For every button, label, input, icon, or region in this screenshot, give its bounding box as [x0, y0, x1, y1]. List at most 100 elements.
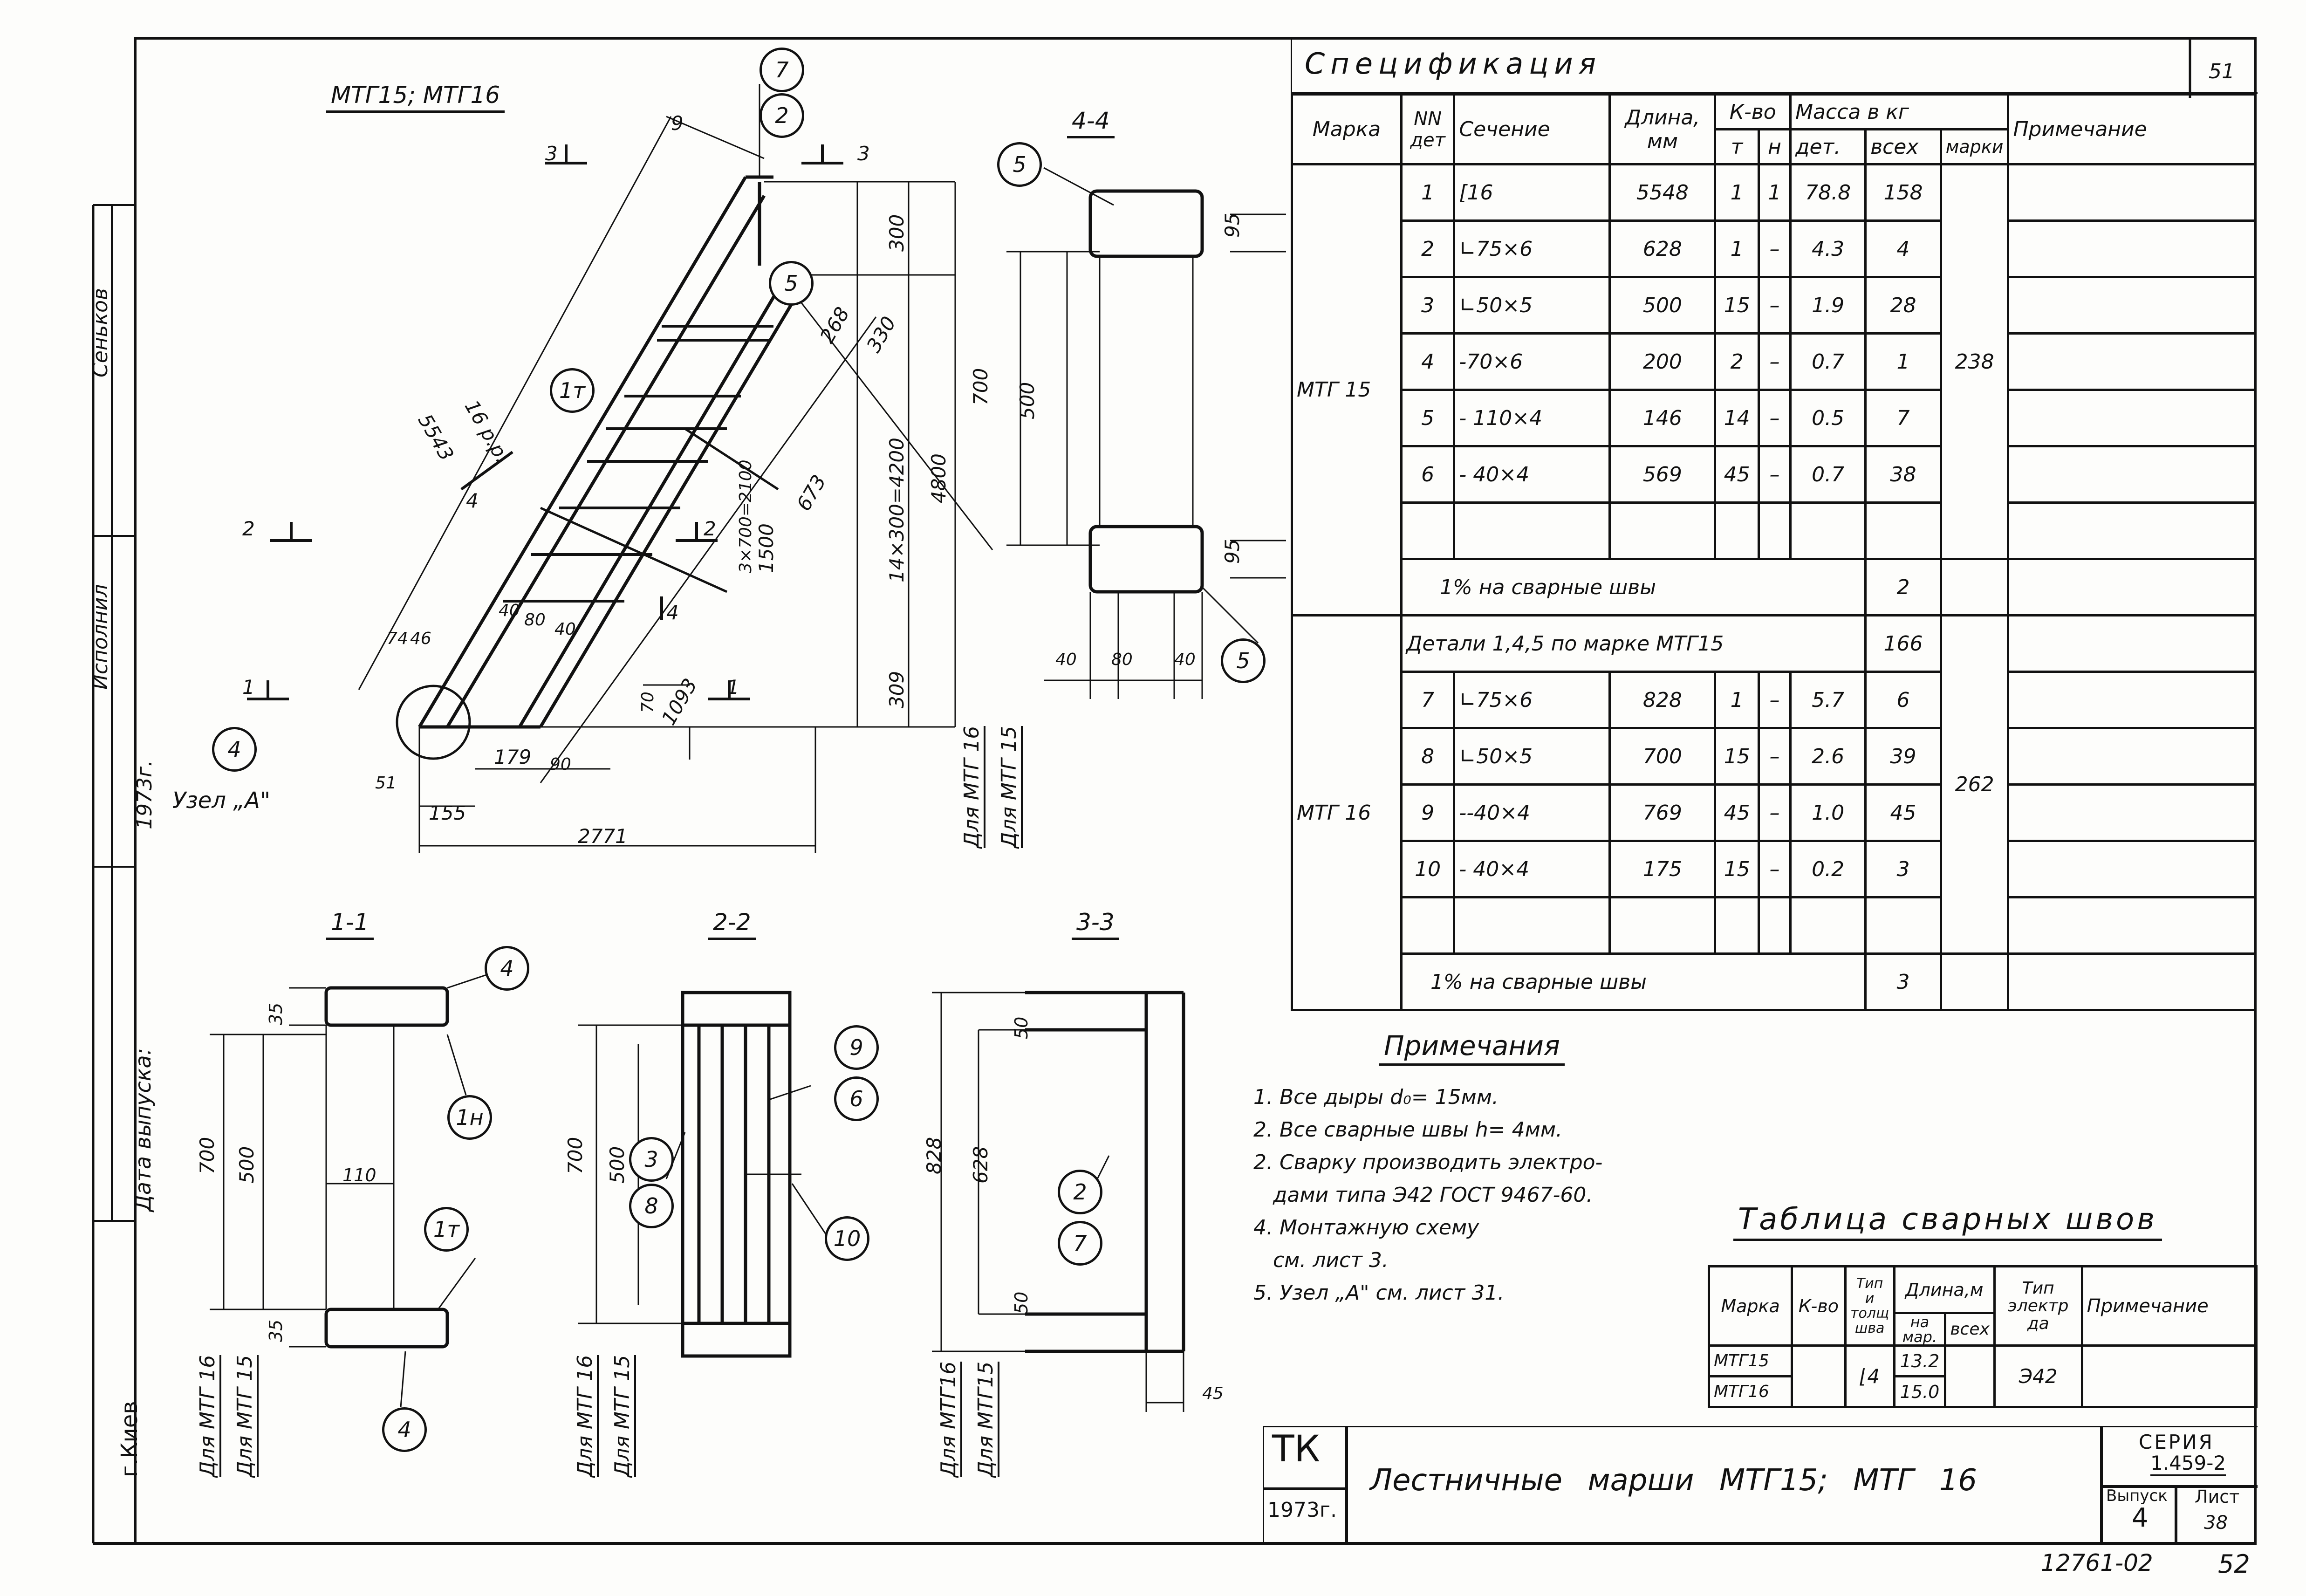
- stamp-series-value: 1.459-2: [2150, 1452, 2226, 1476]
- section-2-2-title: 2-2: [708, 909, 756, 940]
- spec-cell: 28: [1864, 276, 1942, 335]
- dim-74: 74: [387, 629, 408, 648]
- welds-type-value: ⌊4: [1844, 1344, 1895, 1408]
- spec-welds-label-mtg15: 1% на сварные швы: [1400, 558, 1867, 616]
- stamp-issue-value: 4: [2132, 1503, 2149, 1533]
- note-item: см. лист 3.: [1253, 1248, 1389, 1272]
- spec-cell: [2007, 558, 2256, 616]
- dim-628-s33: 628: [969, 1146, 992, 1184]
- spec-cell: [2007, 389, 2256, 447]
- spec-cell: 4: [1864, 219, 1942, 278]
- note-item: 4. Монтажную схему: [1253, 1216, 1479, 1240]
- callout-6-s22: 6: [834, 1076, 879, 1121]
- section-mark-2a: 2: [242, 517, 255, 540]
- welds-table-title: Таблица сварных швов: [1733, 1202, 2162, 1241]
- spec-cell: [2007, 840, 2256, 898]
- dim-90: 90: [550, 755, 571, 774]
- spec-cell: [2007, 501, 2256, 560]
- label-for-mtg15-main: Для МТГ 15: [997, 726, 1023, 848]
- callout-5-s44a: 5: [997, 142, 1042, 187]
- spec-row: 8 ∟50×5 700 15 – 2.6 39: [1292, 727, 2256, 786]
- section-4-4-title: 4-4: [1067, 107, 1115, 138]
- spec-cell: [1400, 501, 1456, 560]
- spec-cell: 628: [1608, 219, 1717, 278]
- spec-cell: 0.2: [1789, 840, 1867, 898]
- sidebar-executed: Исполнил: [89, 584, 112, 690]
- welds-cell: 15.0: [1893, 1375, 1947, 1408]
- spec-header-qty: К-во: [1714, 93, 1792, 130]
- spec-header-marka: Марка: [1291, 93, 1403, 165]
- spec-cell: –: [1757, 276, 1792, 335]
- spec-cell: [2007, 783, 2256, 842]
- stamp-year: 1973г.: [1267, 1498, 1337, 1522]
- spec-cell: [2007, 163, 2256, 222]
- spec-cell: 45: [1714, 445, 1760, 504]
- spec-row: 3 ∟50×5 500 15 – 1.9 28: [1292, 276, 2256, 335]
- welds-header-qty: К-во: [1791, 1265, 1847, 1347]
- stamp-series-label: СЕРИЯ: [2139, 1431, 2214, 1453]
- spec-cell: 8: [1400, 727, 1456, 786]
- spec-cell: [1864, 896, 1942, 955]
- spec-mark-mtg15: МТГ 15: [1291, 163, 1403, 616]
- spec-cell: 1: [1400, 163, 1456, 222]
- welds-table: Марка К-во Тип и толщ шва Длина,м Тип эл…: [1707, 1265, 2258, 1408]
- spec-cell: 2: [1400, 219, 1456, 278]
- dim-80-s44: 80: [1111, 650, 1133, 669]
- welds-header-type: Тип и толщ шва: [1844, 1265, 1895, 1347]
- spec-cell: [1789, 896, 1867, 955]
- dim-2771: 2771: [578, 825, 628, 848]
- dim-300: 300: [885, 214, 908, 252]
- spec-cell: ∟75×6: [1453, 671, 1611, 729]
- spec-cell: - 110×4: [1453, 389, 1611, 447]
- callout-10-s22: 10: [825, 1216, 869, 1261]
- welds-row: МТГ16 15.0: [1707, 1375, 2257, 1408]
- spec-cell: [1757, 896, 1792, 955]
- spec-mass-mtg15: 238: [1939, 163, 2010, 560]
- footer-page: 52: [2218, 1549, 2250, 1579]
- spec-cell: [1608, 501, 1717, 560]
- spec-cell: 175: [1608, 840, 1717, 898]
- callout-3-s22: 3: [629, 1137, 674, 1182]
- spec-cell: –: [1757, 389, 1792, 447]
- spec-cell: –: [1757, 671, 1792, 729]
- sidebar-author: Сеньков: [89, 288, 112, 377]
- specification-table: Марка NN дет Сечение Длина, мм К-во Масс…: [1291, 93, 2256, 1011]
- spec-cell: 1.0: [1789, 783, 1867, 842]
- callout-9-s22: 9: [834, 1025, 879, 1070]
- spec-row: [1292, 896, 2256, 955]
- spec-cell: [2007, 276, 2256, 335]
- spec-header-note: Примечание: [2007, 93, 2256, 165]
- spec-mass-mtg16: 262: [1939, 614, 2010, 955]
- spec-cell: [1453, 896, 1611, 955]
- sidebar-issue-date: Дата выпуска:: [130, 1048, 156, 1212]
- spec-cell: 6: [1864, 671, 1942, 729]
- stamp-sheet-label: Лист: [2195, 1486, 2240, 1507]
- spec-cell: 3: [1864, 840, 1942, 898]
- spec-row: 6 - 40×4 569 45 – 0.7 38: [1292, 445, 2256, 504]
- dim-40b: 40: [554, 620, 576, 639]
- label-for-mtg16-s33: Для МТГ16: [937, 1361, 962, 1477]
- spec-cell: 158: [1864, 163, 1942, 222]
- spec-cell: [1714, 896, 1760, 955]
- spec-cell: 1: [1714, 219, 1760, 278]
- note-item: 2. Все сварные швы h= 4мм.: [1253, 1118, 1563, 1142]
- spec-header-section: Сечение: [1453, 93, 1611, 165]
- spec-header-per-mark: марки: [1939, 128, 2010, 165]
- spec-cell: 10: [1400, 840, 1456, 898]
- callout-1n-s11: 1н: [447, 1095, 492, 1140]
- spec-cell: 4: [1400, 332, 1456, 391]
- dim-500-s22: 500: [606, 1146, 629, 1184]
- callout-2: 2: [760, 93, 804, 138]
- label-for-mtg16-s11: Для МТГ 16: [196, 1355, 221, 1477]
- spec-cell: 1: [1714, 671, 1760, 729]
- stamp-org: ТК: [1272, 1428, 1321, 1470]
- spec-cell: –: [1757, 445, 1792, 504]
- spec-welds-value-mtg16: 3: [1864, 952, 1942, 1011]
- section-mark-3b: 3: [857, 142, 870, 165]
- spec-cell: [1608, 896, 1717, 955]
- spec-cell: 500: [1608, 276, 1717, 335]
- spec-header-det: дет.: [1789, 128, 1867, 165]
- callout-8-s22: 8: [629, 1184, 674, 1228]
- label-for-mtg16-main: Для МТГ 16: [960, 726, 985, 848]
